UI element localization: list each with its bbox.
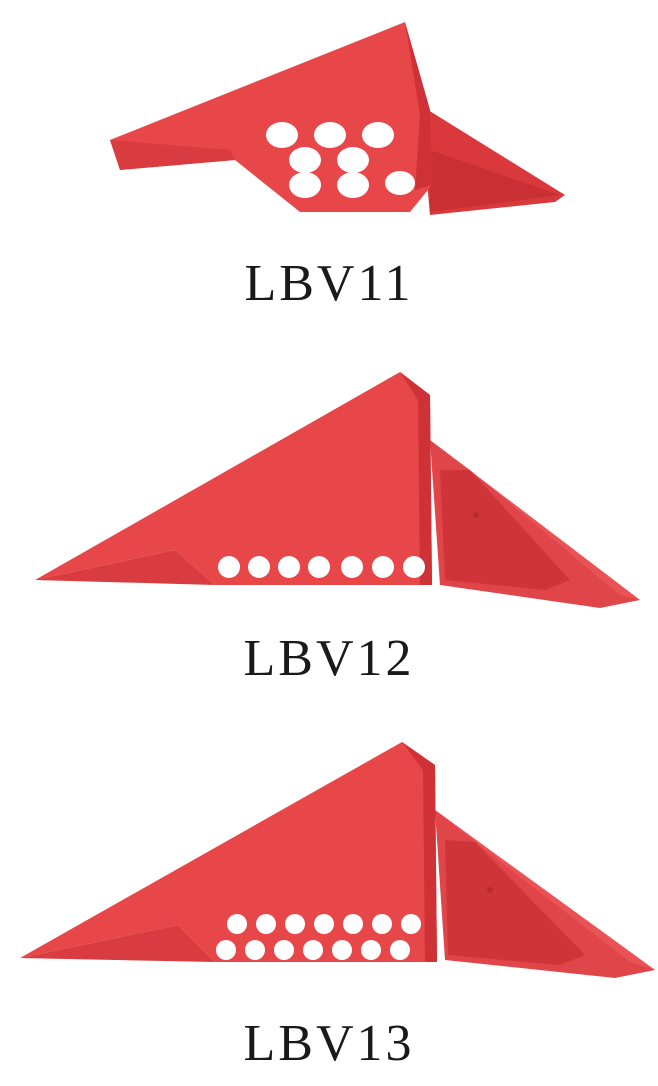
model-label-lbv12: LBV12	[243, 630, 415, 687]
hole	[289, 147, 321, 173]
lbv13-body	[20, 742, 437, 962]
hole	[337, 147, 369, 173]
hole	[372, 556, 394, 578]
model-label-lbv11: LBV11	[244, 255, 414, 312]
lbv12-flare-inner	[440, 470, 570, 590]
product-lbv11: LBV11	[0, 0, 658, 330]
hole	[337, 172, 369, 198]
product-lbv12: LBV12	[35, 372, 640, 687]
hole	[403, 556, 425, 578]
lbv13-flare-top	[435, 810, 655, 970]
hole	[390, 940, 410, 960]
hole	[385, 171, 415, 195]
hole	[285, 914, 305, 934]
lbv12-flare-top	[430, 440, 640, 600]
lbv11-body-shade	[405, 22, 432, 190]
hole	[362, 122, 394, 148]
lbv13-holes	[216, 914, 421, 960]
lbv13-tab-edge	[20, 925, 215, 962]
rivet	[473, 512, 479, 518]
valve-lockout-lbv11-image	[110, 22, 565, 215]
hole	[245, 940, 265, 960]
hole	[278, 556, 300, 578]
hole	[256, 914, 276, 934]
lbv12-tab-edge	[35, 550, 215, 585]
lbv11-flare-shade	[430, 150, 560, 212]
hole	[401, 914, 421, 934]
hole	[216, 940, 236, 960]
hole	[266, 122, 298, 148]
lbv13-body-shade	[402, 742, 437, 962]
hole	[314, 122, 346, 148]
hole	[372, 914, 392, 934]
lbv13-flare-inner	[445, 840, 585, 965]
lbv12-body-shade	[400, 372, 432, 585]
hole	[341, 556, 363, 578]
lbv12-holes	[218, 556, 425, 578]
hole	[248, 556, 270, 578]
hole	[289, 172, 321, 198]
valve-lockout-lbv12-image	[35, 372, 640, 608]
hole	[361, 940, 381, 960]
hole	[314, 914, 334, 934]
hole	[218, 556, 240, 578]
hole	[274, 940, 294, 960]
lbv12-body	[35, 372, 432, 585]
lbv11-tab-edge	[110, 140, 235, 170]
lbv11-holes	[266, 122, 415, 198]
hole	[303, 940, 323, 960]
model-label-lbv13: LBV13	[243, 1015, 415, 1072]
hole	[343, 914, 363, 934]
rivet	[487, 887, 493, 893]
hole	[332, 940, 352, 960]
hole	[227, 914, 247, 934]
hole	[308, 556, 330, 578]
